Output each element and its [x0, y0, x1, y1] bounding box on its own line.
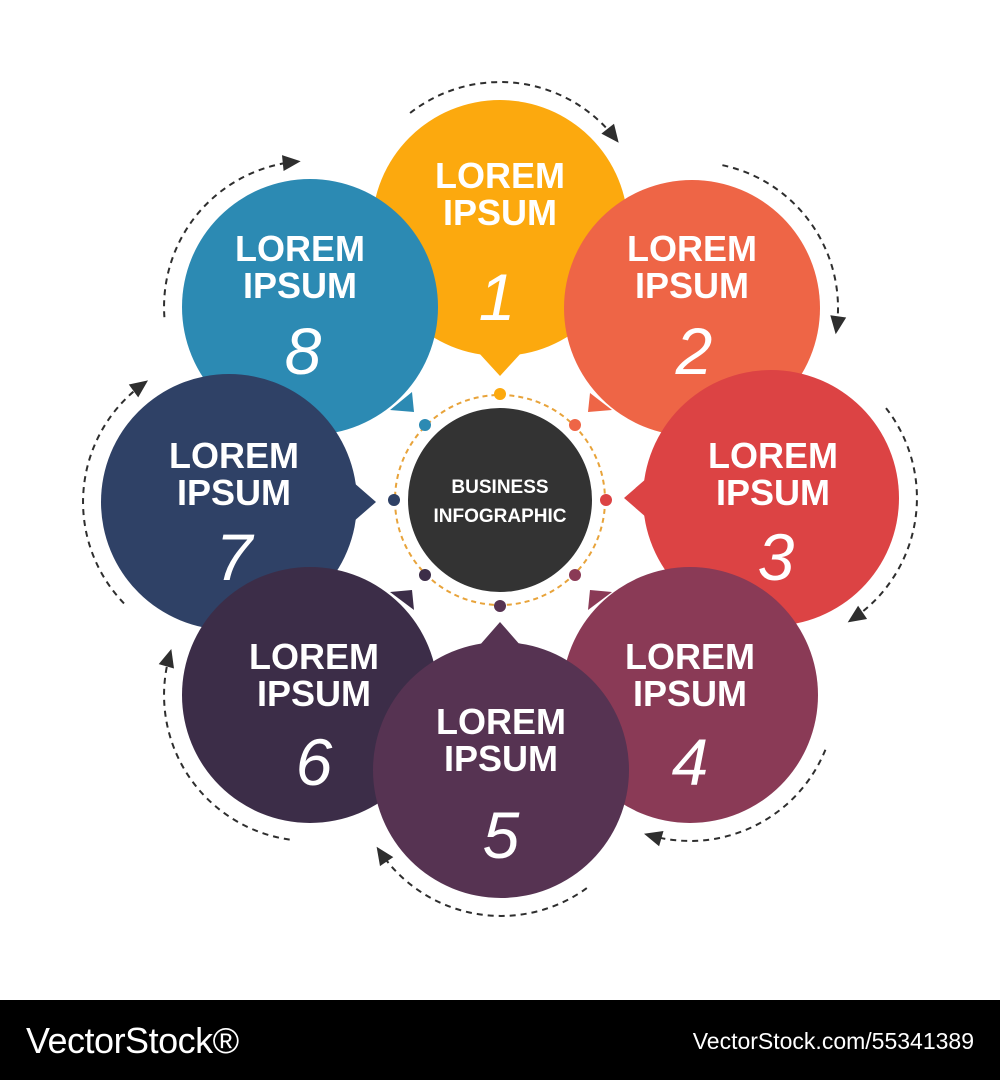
- step-7-bubble: LOREM IPSUM 7: [101, 374, 376, 630]
- step-3-circle: [643, 370, 899, 626]
- step-8-bubble: LOREM IPSUM 8: [182, 179, 438, 435]
- ring-dot-4: [569, 569, 581, 581]
- ring-dot-1: [494, 388, 506, 400]
- step-6-title-line2: IPSUM: [257, 673, 371, 714]
- arrowhead-icon: [847, 605, 868, 623]
- cycle-arc-3: [852, 407, 918, 620]
- step-7-circle: [101, 374, 357, 630]
- step-7-title-line1: LOREM: [169, 435, 299, 476]
- center-circle: [408, 408, 592, 592]
- step-6-title-line1: LOREM: [249, 636, 379, 677]
- step-3-pointer: [624, 478, 647, 518]
- step-1-pointer: [478, 352, 522, 376]
- step-6-number: 6: [296, 725, 333, 799]
- step-2-number: 2: [675, 314, 713, 388]
- center-hub: BUSINESS INFOGRAPHIC: [388, 388, 612, 612]
- step-8-title-line2: IPSUM: [243, 265, 357, 306]
- step-5-number: 5: [483, 798, 520, 872]
- step-7-title-line2: IPSUM: [177, 472, 291, 513]
- step-8-title-line1: LOREM: [235, 228, 365, 269]
- ring-dot-5: [494, 600, 506, 612]
- center-title-line1: BUSINESS: [451, 477, 548, 498]
- cycle-arc-6: [163, 654, 290, 841]
- step-8-circle: [182, 179, 438, 435]
- step-3-number: 3: [758, 520, 795, 594]
- ring-dot-8: [419, 419, 431, 431]
- step-5-bubble: LOREM IPSUM 5: [373, 622, 629, 898]
- cycle-arc-5: [379, 851, 588, 917]
- step-1-title-line2: IPSUM: [443, 192, 557, 233]
- step-3-bubble: LOREM IPSUM 3: [624, 370, 899, 626]
- arrowhead-icon: [830, 315, 847, 335]
- step-4-title-line1: LOREM: [625, 636, 755, 677]
- step-5-circle: [373, 642, 629, 898]
- ring-dot-2: [569, 419, 581, 431]
- vectorstock-logo: VectorStock®: [26, 1020, 239, 1061]
- ring-dot-7: [388, 494, 400, 506]
- cycle-arrows: [82, 81, 918, 917]
- arrowhead-icon: [644, 831, 664, 847]
- ring-dot-6: [419, 569, 431, 581]
- cycle-arc-8: [163, 160, 295, 318]
- step-4-title-line2: IPSUM: [633, 673, 747, 714]
- step-2-pointer: [588, 393, 612, 412]
- arrowhead-icon: [128, 380, 148, 398]
- step-4-number: 4: [672, 725, 709, 799]
- cycle-arc-2: [722, 164, 840, 329]
- business-infographic-diagram: LOREM IPSUM 1 LOREM IPSUM 2 LOREM IPSUM …: [82, 81, 918, 917]
- watermark-footer: VectorStock® VectorStock.com/55341389: [0, 1000, 1000, 1080]
- image-id: VectorStock.com/55341389: [692, 1028, 974, 1054]
- step-8-pointer: [390, 392, 414, 412]
- step-3-title-line1: LOREM: [708, 435, 838, 476]
- step-6-pointer: [390, 590, 414, 610]
- step-1-title-line1: LOREM: [435, 155, 565, 196]
- step-1-number: 1: [479, 260, 516, 334]
- arrowhead-icon: [158, 649, 174, 669]
- arrowhead-icon: [376, 846, 394, 867]
- step-3-title-line2: IPSUM: [716, 472, 830, 513]
- step-7-number: 7: [216, 520, 255, 594]
- step-4-pointer: [588, 590, 612, 610]
- center-ring-dots: [388, 388, 612, 612]
- step-2-title-line1: LOREM: [627, 228, 757, 269]
- step-5-title-line2: IPSUM: [444, 738, 558, 779]
- step-2-title-line2: IPSUM: [635, 265, 749, 306]
- ring-dot-3: [600, 494, 612, 506]
- cycle-arc-1: [409, 81, 616, 139]
- step-7-pointer: [353, 482, 376, 522]
- center-title-line2: INFOGRAPHIC: [434, 506, 567, 527]
- step-5-title-line1: LOREM: [436, 701, 566, 742]
- arrowhead-icon: [282, 155, 301, 171]
- step-5-pointer: [479, 622, 521, 646]
- arrowhead-icon: [601, 123, 619, 143]
- cycle-arc-7: [82, 383, 144, 605]
- step-8-number: 8: [285, 314, 322, 388]
